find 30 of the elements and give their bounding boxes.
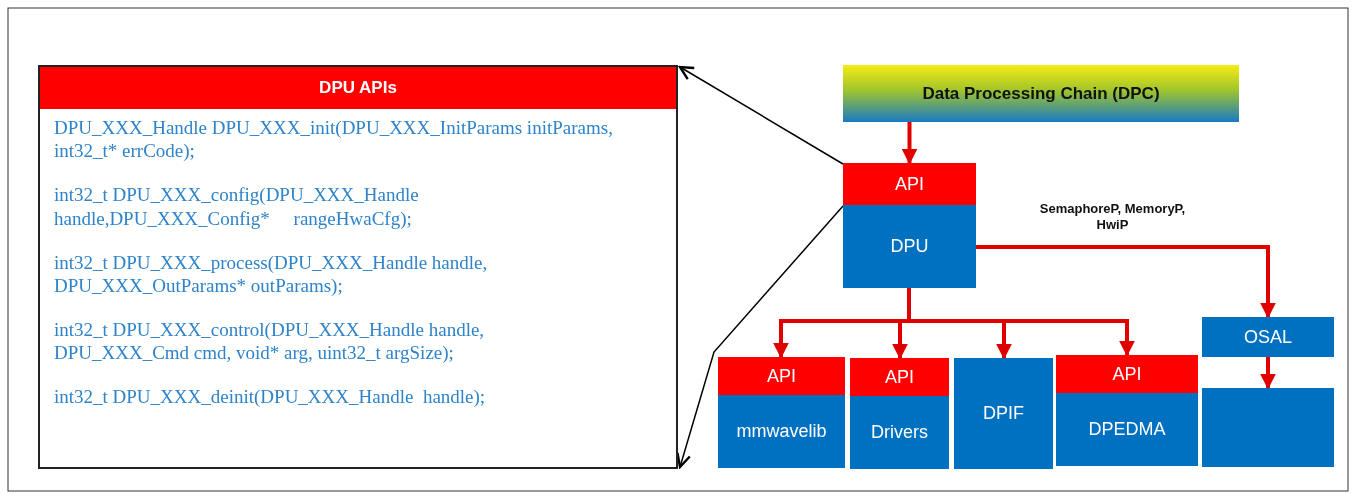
api-label: API <box>1056 355 1198 393</box>
banner-title: Data Processing Chain (DPC) <box>921 82 1161 105</box>
arrow <box>901 122 918 165</box>
module-box <box>850 358 949 469</box>
module-box <box>1056 355 1198 466</box>
module-name: DPU <box>889 235 930 258</box>
function-signature: int32_t DPU_XXX_control(DPU_XXX_Handle handle, DPU_XXX_Cmd cmd, void* arg, uint32_t argSize); <box>54 318 486 365</box>
module-box <box>718 357 845 468</box>
module-box <box>954 358 1053 469</box>
arrow <box>1260 357 1276 390</box>
module-name: Drivers <box>870 421 929 444</box>
module-name: OSAL <box>1243 325 1293 349</box>
module-box <box>1202 317 1334 357</box>
api-label: API <box>850 358 949 396</box>
module-box <box>843 163 976 288</box>
function-signature: int32_t DPU_XXX_deinit(DPU_XXX_Handle handle); <box>54 385 487 409</box>
module-box <box>1202 388 1334 467</box>
arrow <box>976 245 1276 319</box>
api-panel <box>38 65 678 469</box>
chain-banner <box>843 65 1239 122</box>
module-name: DPIF <box>982 402 1025 425</box>
function-signature: DPU_XXX_Handle DPU_XXX_init(DPU_XXX_InitParams initParams, int32_t* errCode); <box>54 116 614 163</box>
arrow <box>678 65 844 165</box>
function-signature: int32_t DPU_XXX_config(DPU_XXX_Handle handle,DPU_XXX_Config* rangeHwaCfg); <box>54 183 420 230</box>
panel-heading: DPU APIs <box>40 67 676 109</box>
api-label: API <box>718 357 845 395</box>
module-name: mmwavelib <box>735 420 828 443</box>
function-signature: int32_t DPU_XXX_process(DPU_XXX_Handle handle, DPU_XXX_OutParams* outParams); <box>54 250 489 298</box>
api-label: API <box>843 163 976 205</box>
module-name: DPEDMA <box>1087 418 1167 441</box>
